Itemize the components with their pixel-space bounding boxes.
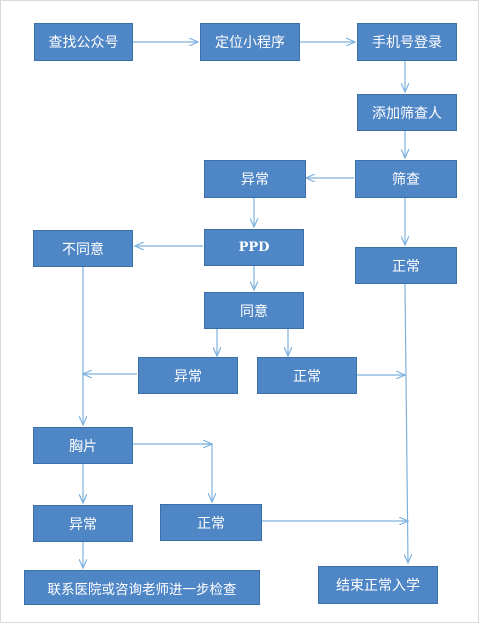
node-contact-hospital: 联系医院或咨询老师进一步检查	[24, 570, 260, 605]
node-phone-login: 手机号登录	[357, 23, 457, 61]
node-normal-2: 正常	[257, 357, 357, 394]
node-abnormal-1: 异常	[204, 160, 306, 198]
node-normal-1: 正常	[355, 247, 457, 284]
node-screening: 筛查	[355, 160, 457, 198]
node-search-account: 查找公众号	[34, 23, 133, 61]
node-normal-3: 正常	[160, 504, 262, 541]
node-ppd: PPD	[204, 229, 304, 266]
node-end-enroll: 结束正常入学	[318, 566, 438, 604]
node-add-screenee: 添加筛查人	[357, 94, 457, 131]
node-mini-program: 定位小程序	[200, 23, 300, 61]
node-abnormal-3: 异常	[33, 505, 133, 542]
node-chest-film: 胸片	[33, 427, 133, 464]
arrow-normal-to-end	[405, 283, 408, 563]
node-abnormal-2: 异常	[138, 357, 238, 394]
node-disagree: 不同意	[33, 230, 133, 267]
node-agree: 同意	[204, 292, 304, 329]
